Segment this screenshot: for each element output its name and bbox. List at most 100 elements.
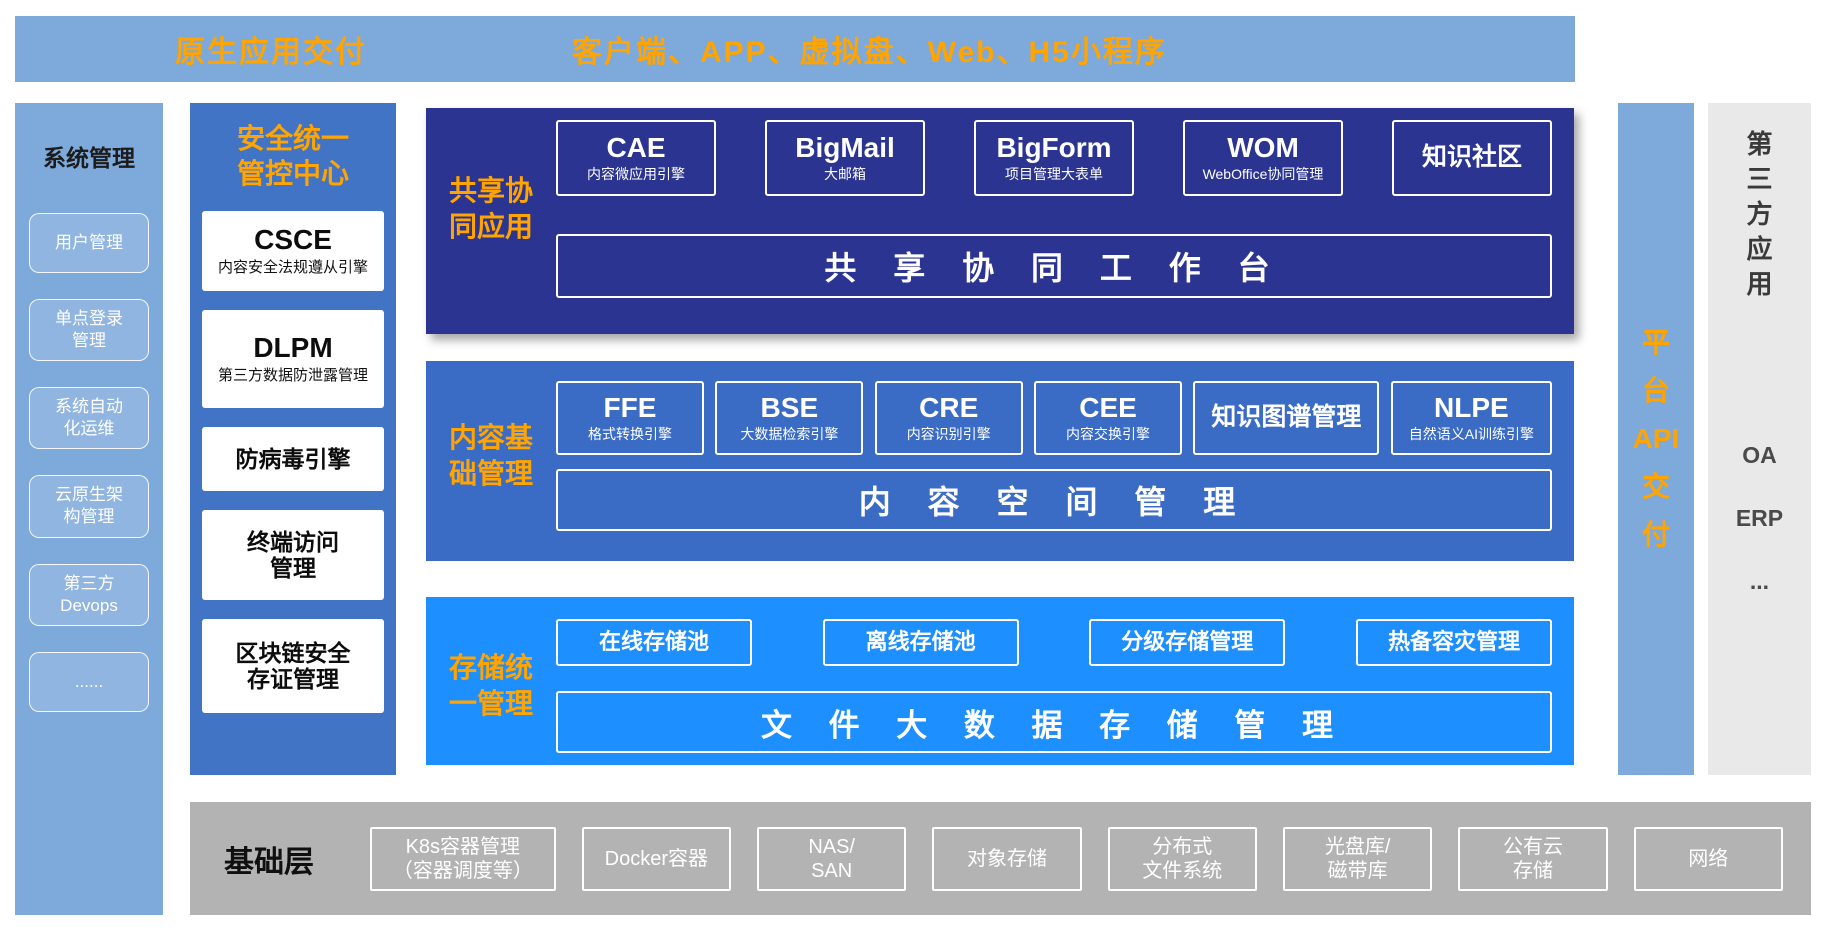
base-box-docker: Docker容器 xyxy=(581,826,731,891)
platform-api-char: 台 xyxy=(1641,375,1670,406)
module-wom-subtitle: WebOffice协同管理 xyxy=(1202,166,1324,182)
base-infrastructure-bar: 基础层 K8s容器管理 （容器调度等） Docker容器 NAS/ SAN 对象… xyxy=(190,802,1811,915)
layer-content-management-body: FFE 格式转换引擎 BSE 大数据检索引擎 CRE 内容识别引擎 CEE 内容… xyxy=(556,381,1552,531)
module-cee: CEE 内容交换引擎 xyxy=(1034,381,1183,455)
module-bigmail: BigMail 大邮箱 xyxy=(765,120,925,196)
layer-content-management: 内容基 础管理 FFE 格式转换引擎 BSE 大数据检索引擎 CRE 内容识别引… xyxy=(426,361,1574,561)
module-nlpe-title: NLPE xyxy=(1434,392,1509,424)
layer-shared-collab-apps: 共享协 同应用 CAE 内容微应用引擎 BigMail 大邮箱 BigForm … xyxy=(426,108,1574,334)
layer-storage-management-label: 存储统 一管理 xyxy=(448,651,533,719)
client-channels-label: 客户端、APP、虚拟盘、Web、H5小程序 xyxy=(572,36,1167,69)
module-bigmail-title: BigMail xyxy=(795,132,895,164)
sec-box-csce-subtitle: 内容安全法规遵从引擎 xyxy=(217,259,368,277)
module-cae-title: CAE xyxy=(606,132,666,164)
module-cre-subtitle: 内容识别引擎 xyxy=(906,426,991,442)
third-party-title-char: 方 xyxy=(1746,199,1773,230)
module-knowledge-community: 知识社区 xyxy=(1392,120,1552,196)
platform-api-char: 交 xyxy=(1641,471,1670,502)
module-nlpe-subtitle: 自然语义AI训练引擎 xyxy=(1408,426,1534,442)
sec-box-antivirus: 防病毒引擎 xyxy=(202,427,384,491)
layer-storage-management: 存储统 一管理 在线存储池 离线存储池 分级存储管理 热备容灾管理 文 件 大 … xyxy=(426,597,1574,765)
sys-item-sso-management: 单点登录 管理 xyxy=(29,299,149,362)
workbench-shared-collab: 共 享 协 同 工 作 台 xyxy=(556,234,1552,298)
sec-box-csce: CSCE 内容安全法规遵从引擎 xyxy=(202,211,384,291)
module-hot-backup-dr: 热备容灾管理 xyxy=(1355,619,1552,666)
workbench-file-bigdata-storage: 文 件 大 数 据 存 储 管 理 xyxy=(556,691,1552,753)
shared-collab-modules: CAE 内容微应用引擎 BigMail 大邮箱 BigForm 项目管理大表单 … xyxy=(556,120,1552,196)
module-ffe-subtitle: 格式转换引擎 xyxy=(588,426,672,442)
third-party-title-char: 应 xyxy=(1746,234,1773,265)
layer-content-management-label: 内容基 础管理 xyxy=(448,421,533,489)
base-layer-title: 基础层 xyxy=(224,845,314,879)
base-box-optical-tape-library: 光盘库/ 磁带库 xyxy=(1282,826,1433,891)
sys-item-ellipsis: ...... xyxy=(29,651,149,712)
module-knowledge-community-title: 知识社区 xyxy=(1421,143,1522,172)
sec-box-blockchain-evidence-title: 区块链安全 存证管理 xyxy=(235,639,351,692)
module-online-storage-pool: 在线存储池 xyxy=(556,619,752,666)
module-ffe: FFE 格式转换引擎 xyxy=(556,381,704,455)
base-box-object-storage: 对象存储 xyxy=(932,826,1082,891)
sec-box-dlpm: DLPM 第三方数据防泄露管理 xyxy=(202,310,384,408)
base-box-public-cloud-storage: 公有云 存储 xyxy=(1458,826,1608,891)
native-app-delivery-bar: 原生应用交付 客户端、APP、虚拟盘、Web、H5小程序 xyxy=(15,16,1575,82)
base-box-k8s: K8s容器管理 （容器调度等） xyxy=(370,826,556,891)
module-wom-title: WOM xyxy=(1227,132,1299,164)
module-cre: CRE 内容识别引擎 xyxy=(874,381,1023,455)
workbench-content-space: 内 容 空 间 管 理 xyxy=(556,469,1552,531)
sec-box-blockchain-evidence: 区块链安全 存证管理 xyxy=(202,619,384,713)
layer-storage-management-body: 在线存储池 离线存储池 分级存储管理 热备容灾管理 文 件 大 数 据 存 储 … xyxy=(556,619,1552,753)
third-party-item-ellipsis: ... xyxy=(1749,568,1770,595)
third-party-title-char: 用 xyxy=(1746,269,1773,300)
sys-item-user-management: 用户管理 xyxy=(29,213,149,273)
security-control-column: 安全统一 管控中心 CSCE 内容安全法规遵从引擎 DLPM 第三方数据防泄露管… xyxy=(190,103,396,775)
security-control-title: 安全统一 管控中心 xyxy=(236,123,349,189)
base-box-distributed-fs: 分布式 文件系统 xyxy=(1107,826,1257,891)
sec-box-terminal-access-title: 终端访问 管理 xyxy=(247,528,339,581)
native-app-delivery-label: 原生应用交付 xyxy=(175,36,367,69)
platform-api-char: 付 xyxy=(1641,519,1670,550)
layer-shared-collab-body: CAE 内容微应用引擎 BigMail 大邮箱 BigForm 项目管理大表单 … xyxy=(556,120,1552,298)
module-bse-title: BSE xyxy=(760,392,819,424)
module-bigmail-subtitle: 大邮箱 xyxy=(824,166,866,182)
third-party-item-oa: OA xyxy=(1742,442,1777,469)
module-cae: CAE 内容微应用引擎 xyxy=(556,120,716,196)
sec-box-terminal-access: 终端访问 管理 xyxy=(202,510,384,600)
sec-box-dlpm-title: DLPM xyxy=(253,332,333,364)
layer-shared-collab-label: 共享协 同应用 xyxy=(448,174,533,242)
module-nlpe: NLPE 自然语义AI训练引擎 xyxy=(1390,381,1552,455)
third-party-items: OA ERP ... xyxy=(1736,442,1783,595)
sec-box-csce-title: CSCE xyxy=(254,224,332,256)
sys-item-cloud-native-arch: 云原生架 构管理 xyxy=(29,475,149,538)
module-cee-title: CEE xyxy=(1079,392,1137,424)
module-online-storage-pool-title: 在线存储池 xyxy=(598,629,709,655)
storage-modules: 在线存储池 离线存储池 分级存储管理 热备容灾管理 xyxy=(556,619,1552,666)
module-cae-subtitle: 内容微应用引擎 xyxy=(587,166,685,182)
system-management-title: 系统管理 xyxy=(43,145,135,171)
module-bigform-subtitle: 项目管理大表单 xyxy=(1005,166,1103,182)
module-knowledge-graph: 知识图谱管理 xyxy=(1193,381,1380,455)
sys-item-automated-ops: 系统自动 化运维 xyxy=(29,387,149,450)
module-wom: WOM WebOffice协同管理 xyxy=(1183,120,1343,196)
module-hot-backup-dr-title: 热备容灾管理 xyxy=(1387,629,1520,655)
third-party-item-erp: ERP xyxy=(1735,505,1784,532)
sys-item-third-party-devops: 第三方 Devops xyxy=(29,563,149,626)
platform-api-char: 平 xyxy=(1641,327,1670,358)
sec-box-dlpm-subtitle: 第三方数据防泄露管理 xyxy=(217,367,368,385)
module-offline-storage-pool: 离线存储池 xyxy=(822,619,1019,666)
module-bigform: BigForm 项目管理大表单 xyxy=(974,120,1134,196)
platform-api-char: API xyxy=(1632,423,1680,454)
platform-api-column: 平 台 API 交 付 xyxy=(1618,103,1694,775)
module-offline-storage-pool-title: 离线存储池 xyxy=(865,629,976,655)
module-cre-title: CRE xyxy=(919,392,979,424)
module-ffe-title: FFE xyxy=(603,392,657,424)
third-party-title-char: 第 xyxy=(1746,129,1773,159)
module-cee-subtitle: 内容交换引擎 xyxy=(1066,426,1151,442)
module-bse: BSE 大数据检索引擎 xyxy=(715,381,864,455)
module-tiered-storage: 分级存储管理 xyxy=(1089,619,1286,666)
content-management-modules: FFE 格式转换引擎 BSE 大数据检索引擎 CRE 内容识别引擎 CEE 内容… xyxy=(556,381,1552,455)
module-knowledge-graph-title: 知识图谱管理 xyxy=(1211,403,1362,432)
system-management-column: 系统管理 用户管理 单点登录 管理 系统自动 化运维 云原生架 构管理 第三方 … xyxy=(15,103,163,915)
module-bigform-title: BigForm xyxy=(996,132,1112,164)
module-bse-subtitle: 大数据检索引擎 xyxy=(740,426,839,442)
